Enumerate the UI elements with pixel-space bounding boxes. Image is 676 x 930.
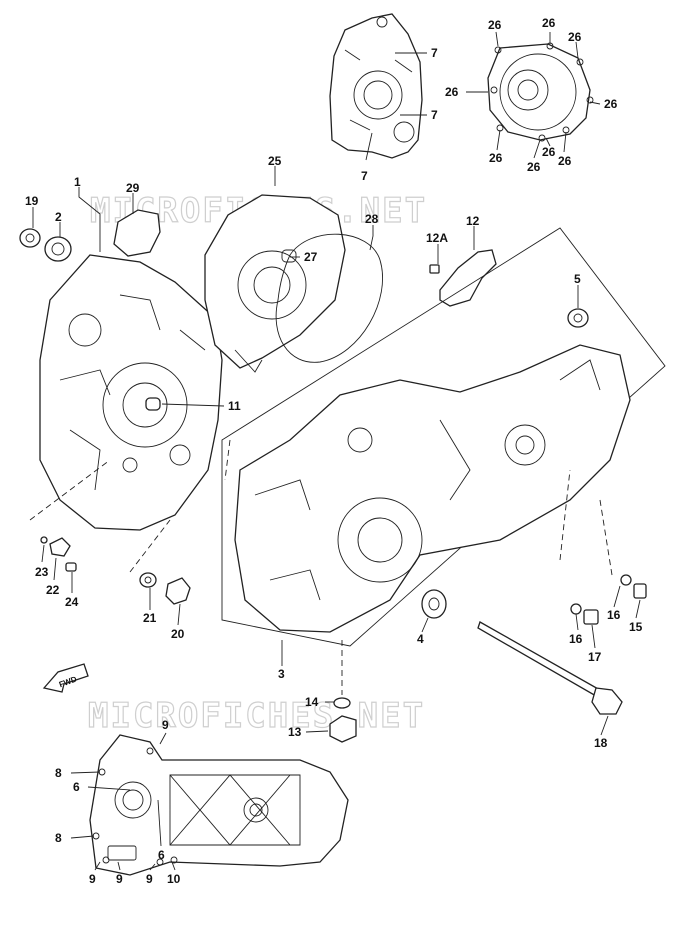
callout-5: 5: [574, 272, 581, 286]
callout-4: 4: [417, 632, 424, 646]
callout-26g: 26: [527, 160, 541, 174]
part-oring-14: [333, 697, 351, 709]
callout-26e: 26: [604, 97, 618, 111]
callout-8b: 8: [55, 831, 62, 845]
watermark-bottom: MICROFICHES.NET: [88, 696, 425, 736]
part-long-bolt-18: [477, 621, 623, 715]
callout-8a: 8: [55, 766, 62, 780]
callout-24: 24: [65, 595, 79, 609]
callout-11: 11: [228, 399, 241, 413]
callout-18: 18: [594, 736, 608, 750]
callout-1: 1: [74, 175, 81, 189]
part-bolt-17: [583, 609, 599, 625]
callout-26h: 26: [542, 145, 556, 159]
callout-27: 27: [304, 250, 318, 264]
callout-3: 3: [278, 667, 285, 681]
part-gasket-28: [275, 233, 383, 363]
callout-12: 12: [466, 214, 480, 228]
part-sensor-22: [49, 537, 71, 557]
part-bolt-12a: [429, 264, 440, 274]
callout-9c: 9: [116, 872, 123, 886]
callout-26b: 26: [542, 16, 556, 30]
callout-25: 25: [268, 154, 282, 168]
part-screw-24: [65, 562, 77, 572]
callout-22: 22: [46, 583, 60, 597]
part-clutch-cover: [89, 734, 349, 876]
callout-2: 2: [55, 210, 62, 224]
part-washer-16a: [620, 574, 632, 586]
leader-lines: [32, 31, 641, 871]
callout-7c: 7: [361, 169, 368, 183]
callout-10: 10: [167, 872, 181, 886]
part-ring-23: [40, 536, 48, 544]
part-bearing-2: [44, 236, 72, 262]
callout-12a: 12A: [426, 231, 448, 245]
part-bushing-19: [19, 228, 41, 248]
part-cover-plate-29: [113, 209, 161, 257]
callout-26f: 26: [489, 151, 503, 165]
callout-16a: 16: [607, 608, 621, 622]
callout-26i: 26: [558, 154, 572, 168]
callout-9d: 9: [146, 872, 153, 886]
callout-labels: 1 2 19 29 25 27 28 12 12A 5 11 23 22 24 …: [25, 16, 643, 886]
callout-9b: 9: [89, 872, 96, 886]
callout-6a: 6: [73, 780, 80, 794]
alignment-lines: [29, 439, 613, 695]
callout-20: 20: [171, 627, 185, 641]
callout-26a: 26: [488, 18, 502, 32]
callout-9a: 9: [162, 718, 169, 732]
part-dowel-11: [145, 397, 161, 411]
part-bolt-15: [633, 583, 647, 599]
part-inner-cover-7: [329, 13, 423, 159]
callout-28: 28: [365, 212, 379, 226]
callout-15: 15: [629, 620, 643, 634]
part-washer-21: [139, 572, 157, 588]
callout-14: 14: [305, 695, 319, 709]
part-cover-25: [204, 194, 346, 373]
part-bracket-12: [439, 249, 497, 307]
callout-26d: 26: [445, 85, 459, 99]
callout-6b: 6: [158, 848, 165, 862]
callout-21: 21: [143, 611, 157, 625]
callout-7b: 7: [431, 108, 438, 122]
callout-23: 23: [35, 565, 49, 579]
part-generator-cover-26: [487, 42, 594, 142]
part-washer-16b: [570, 603, 582, 615]
fwd-direction-arrow: FWD: [42, 663, 89, 693]
part-left-crankcase-1: [39, 254, 223, 531]
part-plug-20: [165, 577, 191, 605]
part-bearing-4: [421, 589, 447, 619]
part-drain-plug-13: [329, 715, 357, 743]
callout-7a: 7: [431, 46, 438, 60]
callout-13: 13: [288, 725, 302, 739]
callout-26c: 26: [568, 30, 582, 44]
callout-29: 29: [126, 181, 140, 195]
part-bearing-5: [567, 308, 589, 328]
callout-16b: 16: [569, 632, 583, 646]
part-right-crankcase-3: [221, 227, 666, 647]
callout-19: 19: [25, 194, 39, 208]
callout-17: 17: [588, 650, 602, 664]
